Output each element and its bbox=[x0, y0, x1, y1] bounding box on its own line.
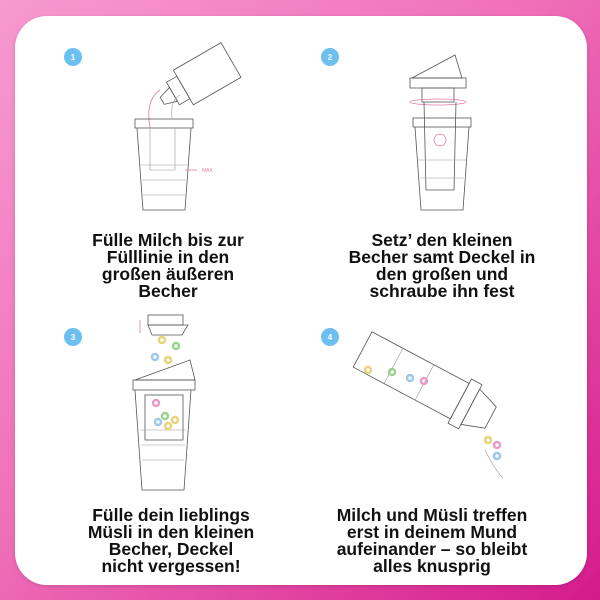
step-1-caption: Fülle Milch bis zur Fülllinie in den gro… bbox=[38, 230, 298, 301]
caption-line: Becher, Deckel bbox=[108, 539, 234, 559]
insert-cup-illustration bbox=[409, 54, 472, 211]
caption-line: den großen und bbox=[375, 264, 509, 284]
caption-line: alles knusprig bbox=[373, 556, 491, 576]
caption-line: Fülle Milch bis zur bbox=[92, 230, 244, 250]
caption-line: aufeinander – so bleibt bbox=[336, 539, 528, 559]
caption-line: schraube ihn fest bbox=[369, 281, 515, 301]
milk-carton bbox=[159, 42, 242, 106]
caption-line: erst in deinem Mund bbox=[346, 522, 518, 542]
step-1-badge: 1 bbox=[64, 48, 82, 66]
step-4-badge: 4 bbox=[321, 328, 339, 346]
caption-line: Becher bbox=[138, 281, 198, 301]
pour-milk-illustration: MAX bbox=[134, 42, 242, 211]
max-fill-label: MAX bbox=[202, 168, 214, 174]
step-3-caption: Fülle dein lieblings Müsli in den kleine… bbox=[41, 505, 301, 576]
caption-line: Fülllinie in den bbox=[106, 247, 230, 267]
step-2-caption: Setz’ den kleinen Becher samt Deckel in … bbox=[312, 230, 572, 301]
caption-line: Fülle dein lieblings bbox=[92, 505, 250, 525]
caption-line: Becher samt Deckel in bbox=[348, 247, 536, 267]
caption-line: Müsli in den kleinen bbox=[87, 522, 255, 542]
step-4-caption: Milch und Müsli treffen erst in deinem M… bbox=[302, 505, 562, 576]
step-2-badge: 2 bbox=[321, 48, 339, 66]
caption-line: großen äußeren bbox=[101, 264, 235, 284]
caption-line: Milch und Müsli treffen bbox=[336, 505, 528, 525]
caption-line: Setz’ den kleinen bbox=[371, 230, 513, 250]
caption-line: nicht vergessen! bbox=[101, 556, 241, 576]
instruction-card bbox=[15, 16, 587, 585]
drink-illustration bbox=[352, 331, 504, 479]
step-3-badge: 3 bbox=[64, 328, 82, 346]
fill-muesli-illustration bbox=[132, 314, 196, 491]
